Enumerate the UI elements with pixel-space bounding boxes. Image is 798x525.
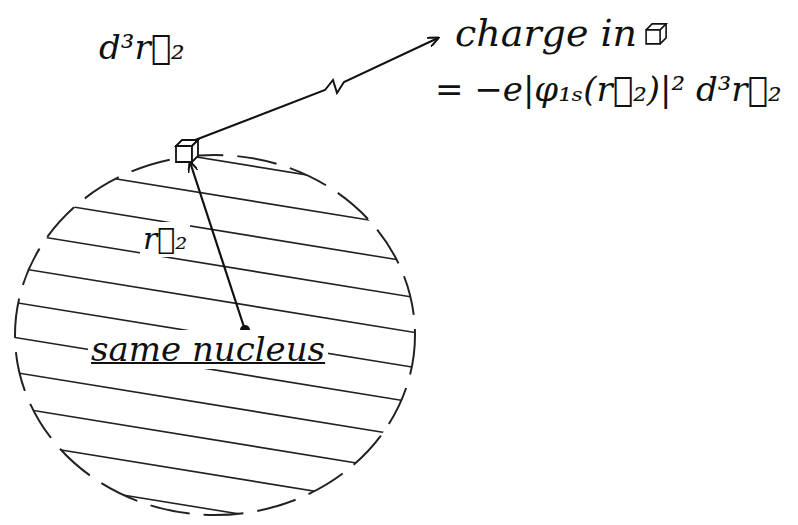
volume-element-label: d³r⃗₂ (96, 28, 188, 67)
charge-formula: = −e|φ₁ₛ(r⃗₂)|² d³r⃗₂ (432, 70, 785, 109)
dashed-boundary (15, 155, 415, 515)
hatching (0, 125, 430, 525)
position-vector (190, 162, 245, 330)
volume-cube (646, 24, 666, 44)
vector-label: r⃗₂ (140, 222, 190, 257)
charge-note: charge in (452, 12, 640, 56)
volume-cube (176, 140, 198, 162)
nucleus-note: same nucleus (88, 330, 328, 369)
leader-arrow (190, 38, 438, 142)
